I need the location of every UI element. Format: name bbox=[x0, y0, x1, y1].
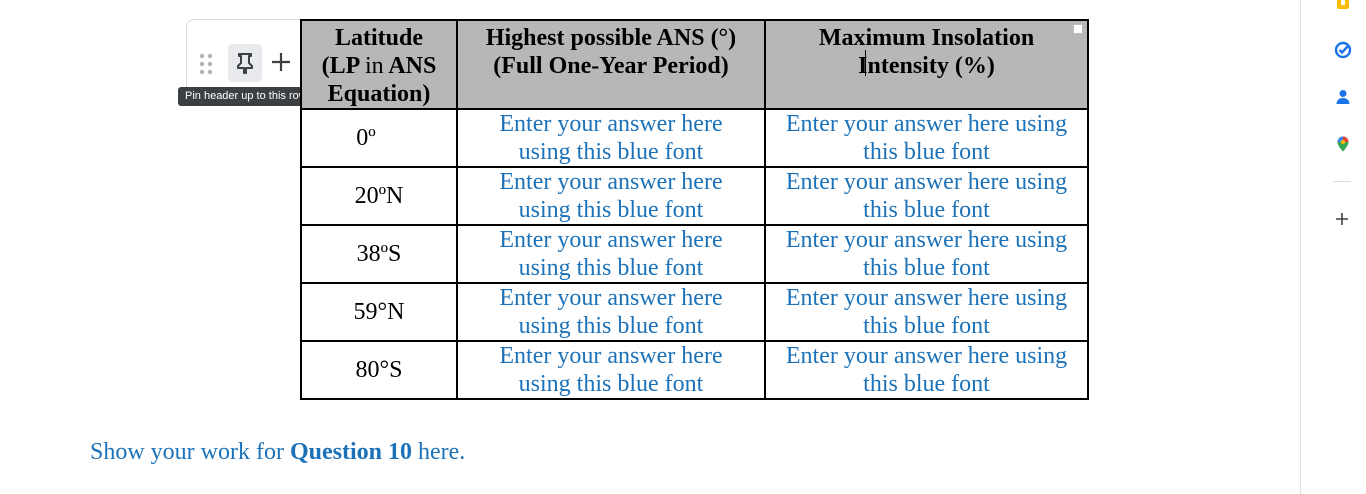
answer-text: Enter your answer here using this blue f… bbox=[499, 343, 723, 397]
insolation-answer-cell[interactable]: Enter your answer here using this blue f… bbox=[764, 166, 1089, 226]
table-row: 80°S Enter your answer here using this b… bbox=[300, 340, 1089, 400]
header-ans-text: Highest possible ANS (°) (Full One-Year … bbox=[485, 25, 737, 79]
work-prompt[interactable]: Show your work for Question 10 here. bbox=[90, 439, 465, 466]
insolation-answer-cell[interactable]: Enter your answer here using this blue f… bbox=[764, 224, 1089, 284]
table-row: 0º Enter your answer here using this blu… bbox=[300, 108, 1089, 168]
latitude-cell[interactable]: 59°N bbox=[300, 282, 458, 342]
ans-answer-cell[interactable]: Enter your answer here using this blue f… bbox=[456, 224, 766, 284]
document-canvas[interactable]: Pin header up to this row Latitude (LP i… bbox=[0, 0, 1300, 494]
answer-text: Enter your answer here using this blue f… bbox=[499, 169, 723, 223]
side-panel-divider bbox=[1333, 181, 1351, 182]
maps-icon[interactable] bbox=[1334, 135, 1352, 153]
header-ans[interactable]: Highest possible ANS (°) (Full One-Year … bbox=[456, 19, 766, 110]
header-insolation-text: Maximum Insolation Intensity (%) bbox=[818, 25, 1035, 79]
insolation-answer-cell[interactable]: Enter your answer here using this blue f… bbox=[764, 340, 1089, 400]
table-row: 38ºS Enter your answer here using this b… bbox=[300, 224, 1089, 284]
work-prompt-question: Question 10 bbox=[289, 439, 412, 465]
answer-text: Enter your answer here using this blue f… bbox=[499, 111, 723, 165]
header-insolation[interactable]: Maximum Insolation Intensity (%) bbox=[764, 19, 1089, 110]
latitude-cell[interactable]: 20ºN bbox=[300, 166, 458, 226]
latitude-cell[interactable]: 0º bbox=[300, 108, 458, 168]
header-latitude-lp: (LP bbox=[321, 53, 365, 79]
answer-text: Enter your answer here using this blue f… bbox=[785, 285, 1068, 339]
answer-text: Enter your answer here using this blue f… bbox=[785, 169, 1068, 223]
answer-text: Enter your answer here using this blue f… bbox=[499, 227, 723, 281]
header-latitude-in: in bbox=[364, 53, 384, 79]
header-latitude[interactable]: Latitude (LP in ANS Equation) bbox=[300, 19, 458, 110]
latitude-cell[interactable]: 80°S bbox=[300, 340, 458, 400]
ans-answer-cell[interactable]: Enter your answer here using this blue f… bbox=[456, 108, 766, 168]
cell-options-handle[interactable] bbox=[1073, 24, 1083, 34]
keep-icon[interactable] bbox=[1334, 0, 1352, 12]
table-row: 20ºN Enter your answer here using this b… bbox=[300, 166, 1089, 226]
answer-text: Enter your answer here using this blue f… bbox=[785, 227, 1068, 281]
answer-table: Latitude (LP in ANS Equation) Highest po… bbox=[300, 19, 1089, 400]
header-row: Latitude (LP in ANS Equation) Highest po… bbox=[300, 19, 1089, 110]
insolation-answer-cell[interactable]: Enter your answer here using this blue f… bbox=[764, 108, 1089, 168]
pin-header-button[interactable] bbox=[228, 44, 262, 82]
header-latitude-line3: Equation) bbox=[327, 81, 431, 107]
pin-icon bbox=[237, 53, 253, 74]
ans-answer-cell[interactable]: Enter your answer here using this blue f… bbox=[456, 282, 766, 342]
work-prompt-suffix: here. bbox=[412, 439, 466, 465]
pin-tooltip: Pin header up to this row bbox=[178, 87, 314, 106]
tasks-icon[interactable] bbox=[1334, 41, 1352, 59]
ans-answer-cell[interactable]: Enter your answer here using this blue f… bbox=[456, 340, 766, 400]
header-latitude-line1: Latitude bbox=[334, 25, 423, 51]
ans-answer-cell[interactable]: Enter your answer here using this blue f… bbox=[456, 166, 766, 226]
add-icon[interactable] bbox=[1334, 211, 1350, 227]
side-panel bbox=[1300, 0, 1366, 494]
add-row-button[interactable] bbox=[269, 48, 293, 76]
text-cursor bbox=[865, 50, 866, 76]
header-latitude-ans: ANS bbox=[383, 53, 437, 79]
answer-text: Enter your answer here using this blue f… bbox=[785, 343, 1068, 397]
answer-text: Enter your answer here using this blue f… bbox=[785, 111, 1068, 165]
table-row: 59°N Enter your answer here using this b… bbox=[300, 282, 1089, 342]
insolation-answer-cell[interactable]: Enter your answer here using this blue f… bbox=[764, 282, 1089, 342]
latitude-cell[interactable]: 38ºS bbox=[300, 224, 458, 284]
answer-text: Enter your answer here using this blue f… bbox=[499, 285, 723, 339]
work-prompt-text: Show your work for bbox=[90, 439, 290, 465]
contacts-icon[interactable] bbox=[1334, 88, 1352, 106]
drag-handle-icon[interactable] bbox=[199, 52, 213, 76]
